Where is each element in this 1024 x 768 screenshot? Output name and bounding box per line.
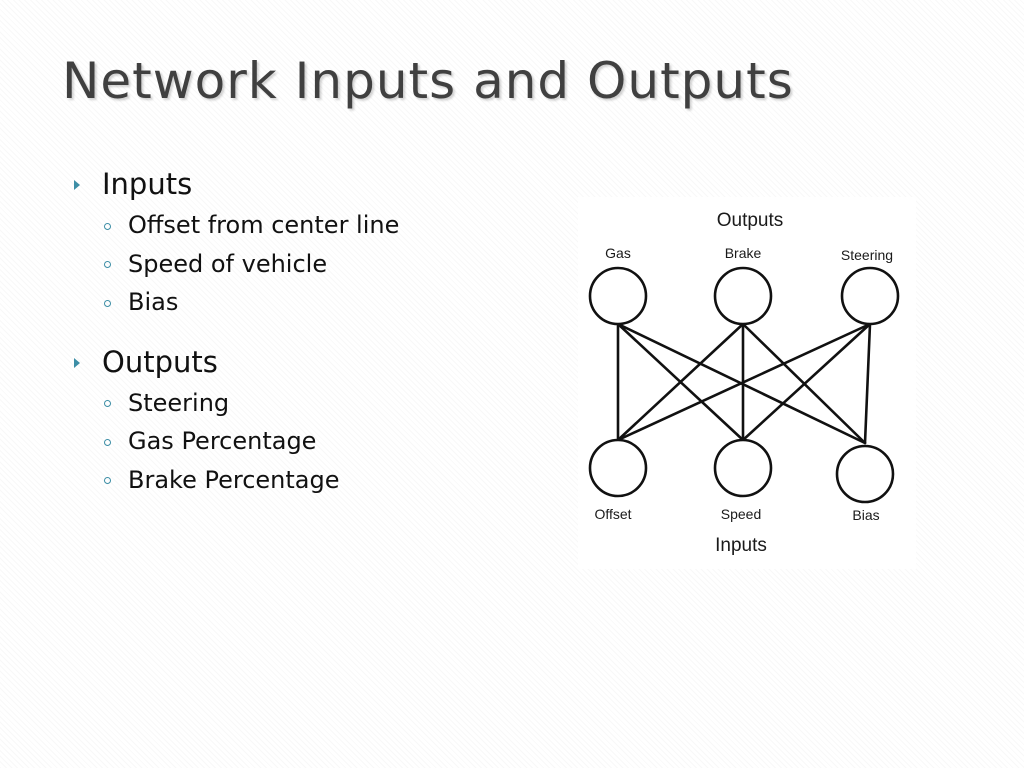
inputs-title: Inputs [715,535,767,556]
edge-steering-offset [616,322,872,442]
ring-bullet-icon [104,261,111,269]
sub-bullet-label: Gas Percentage [128,427,317,456]
node-brake [713,266,773,326]
node-gas [588,266,648,326]
label-speed: Speed [721,506,761,522]
sub-bullet-brake: Brake Percentage [74,461,544,500]
outputs-title: Outputs [717,210,784,231]
node-speed [713,438,773,498]
outputs-section: Outputs Steering Gas Percentage Brake Pe… [74,340,544,500]
sub-bullet-bias: Bias [74,283,544,322]
bullet-label: Outputs [102,344,218,379]
bullet-label: Inputs [102,167,193,201]
label-steering: Steering [841,247,893,263]
edge-brake-offset [616,322,745,442]
ring-bullet-icon [104,299,111,307]
sub-bullet-offset: Offset from center line [74,206,544,245]
sub-bullet-label: Steering [128,388,230,417]
ring-bullet-icon [104,400,111,408]
network-diagram-svg: Outputs Gas Brake Steering Offset Speed … [588,210,900,556]
triangle-bullet-icon [74,180,80,190]
sub-bullet-label: Offset from center line [128,211,400,240]
node-steering [840,266,900,326]
edge-steering-bias [863,322,872,445]
sub-bullet-label: Bias [128,288,179,317]
label-brake: Brake [725,245,762,261]
sub-bullet-steering: Steering [74,384,544,423]
bullet-list: Inputs Offset from center line Speed of … [74,162,544,517]
slide-title: Network Inputs and Outputs [62,52,794,110]
node-offset [588,438,648,498]
inputs-section: Inputs Offset from center line Speed of … [74,162,544,322]
node-bias [835,444,895,504]
ring-bullet-icon [104,477,111,485]
network-diagram: Outputs Gas Brake Steering Offset Speed … [578,197,916,569]
sub-bullet-gas: Gas Percentage [74,422,544,461]
sub-bullet-label: Brake Percentage [128,465,340,494]
triangle-bullet-icon [74,357,80,368]
label-bias: Bias [852,507,879,523]
edge-steering-speed [741,322,872,442]
ring-bullet-icon [104,438,111,446]
label-gas: Gas [605,245,631,261]
bullet-inputs: Inputs [74,162,544,206]
bullet-outputs: Outputs [74,340,544,384]
sub-bullet-speed: Speed of vehicle [74,245,544,284]
label-offset: Offset [594,506,631,522]
connections [616,322,872,445]
ring-bullet-icon [104,222,111,230]
sub-bullet-label: Speed of vehicle [128,249,328,278]
nodes [588,266,900,504]
